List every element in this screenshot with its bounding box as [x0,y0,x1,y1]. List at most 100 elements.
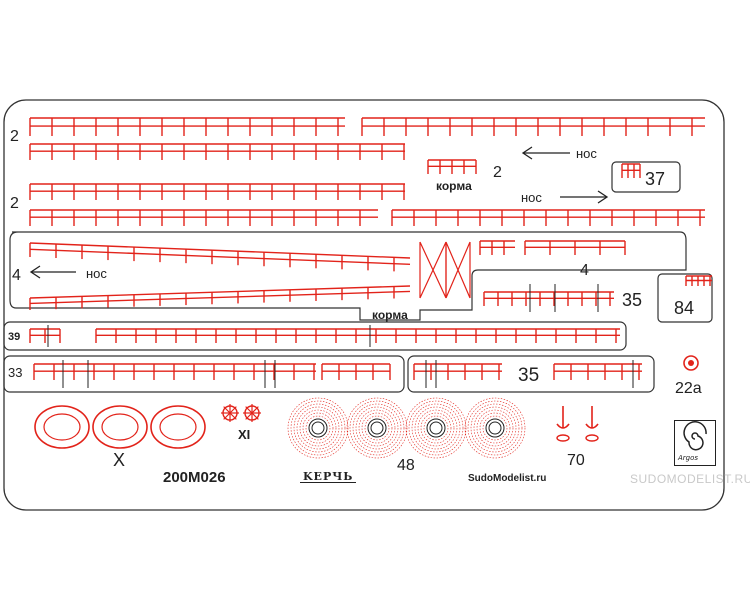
anchor-ring [556,434,570,442]
grille-ring [299,409,337,447]
maker-logo-text: Argos [678,454,699,462]
grille-ring [479,412,511,444]
grille-ring [470,403,520,453]
watermark: SUDOMODELIST.RU [630,472,750,486]
grille-ring [420,412,452,444]
part-22a-center [688,360,694,366]
label-nos-2: нос [521,190,542,205]
grille-ring [411,403,461,453]
sheet-outline [3,99,725,511]
railing-part-4b [29,285,411,299]
site-name: SudoModelist.ru [468,473,547,484]
part-number-37: 37 [645,169,666,189]
grille-ring [358,409,396,447]
part-22a [683,355,699,371]
anchor-part-70 [585,406,599,442]
part-number-84: 84 [674,298,695,318]
part-number-48: 48 [397,457,415,474]
grille-ring [423,415,449,441]
round-grille-part-48 [346,397,408,459]
part-number-2a: 2 [10,128,19,145]
grille-ring [482,415,508,441]
label-korma-1: корма [436,179,472,193]
grille-ring [408,400,464,456]
grille-ring [476,409,514,447]
label-korma-2: корма [372,308,408,322]
part-number-2b: 2 [493,164,502,181]
railing-part-4a [29,242,411,259]
grille-ring [417,409,455,447]
arrow-left-icon [29,265,76,279]
wheel-spoke [223,412,231,420]
part-number-70: 70 [567,452,585,469]
wheel-spoke [229,406,237,414]
label-nos-3: нос [86,266,107,281]
wheel-spoke [229,412,237,420]
grille-ring [464,397,526,459]
group-outline-33 [3,355,405,393]
part-number-39: 39 [8,331,21,343]
group-outline-37 [611,161,681,193]
wheel-part-XI [221,404,239,422]
part-number-35a: 35 [622,290,643,310]
wheel-spoke [245,406,253,414]
group-outline-4 [9,231,687,321]
grille-ring [355,406,399,450]
oval-frame-outer [92,405,148,449]
label-nos-1: нос [576,146,597,161]
grille-ring [290,400,346,456]
part-number-35b: 35 [518,365,540,386]
grille-hub-inner [488,421,502,435]
grille-ring [364,415,390,441]
wheel-spoke [245,412,253,420]
part-number-2c: 2 [10,195,19,212]
grille-ring [414,406,458,450]
spiral-icon [683,421,707,451]
part-number-33: 33 [8,365,23,380]
round-grille-part-48 [405,397,467,459]
anchor-shank [585,406,599,429]
group-outline-35b [407,355,655,393]
part-number-X: X [113,450,126,470]
x-frame-part-0 [419,241,447,299]
oval-frame-part-X [92,405,148,449]
round-grille-part-48 [464,397,526,459]
railing-part-4b [29,290,411,305]
product-code: 200M026 [163,469,226,486]
oval-frame-inner [101,413,139,441]
x-frame-part-1 [445,241,471,299]
round-grille-part-48 [287,397,349,459]
part-number-XI: XI [238,427,251,442]
anchor-part-70 [556,406,570,442]
maker-logo: Argos [674,420,716,466]
wheel-spoke [251,406,259,414]
oval-frame-outer [150,405,206,449]
grille-ring [296,406,340,450]
grille-ring [293,403,343,453]
wheel-spoke [251,412,259,420]
oval-frame-inner [159,413,197,441]
grille-ring [349,400,405,456]
oval-frame-part-X [150,405,206,449]
group-outline-39 [3,321,627,351]
grille-hub-inner [429,421,443,435]
grille-ring [305,415,331,441]
grille-ring [346,397,408,459]
arrow-left-icon [521,146,570,160]
part-number-4a: 4 [12,267,21,284]
oval-frame-outer [34,405,90,449]
grille-ring [467,400,523,456]
group-outline-84 [657,273,713,323]
wheel-part-XI [243,404,261,422]
grille-ring [473,406,517,450]
grille-hub-inner [311,421,325,435]
part-number-22a: 22a [675,380,702,397]
oval-frame-part-X [34,405,90,449]
grille-ring [352,403,402,453]
arrow-right-icon [560,190,609,204]
grille-ring [361,412,393,444]
grille-ring [302,412,334,444]
wheel-spoke [223,406,231,414]
grille-hub-inner [370,421,384,435]
